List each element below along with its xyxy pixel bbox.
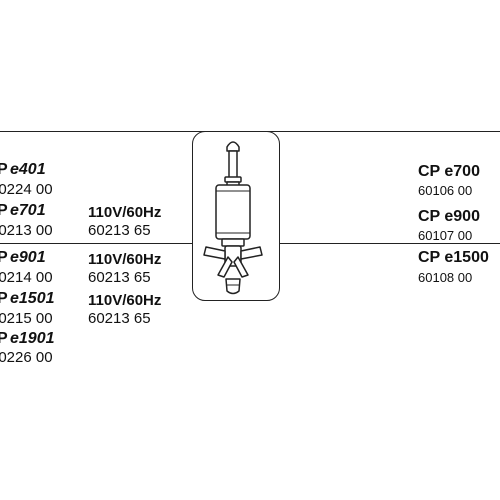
- voltage-code-e701: 60213 65: [88, 222, 151, 239]
- voltage-e701: 110V/60Hz: [88, 204, 162, 221]
- model-e1901: e1901: [10, 330, 55, 347]
- code-e901: 60214 00: [0, 269, 53, 286]
- model-e1501: e1501: [10, 290, 55, 307]
- model-cp-e1500: CP e1500: [418, 249, 489, 266]
- part-image-frame: [192, 131, 280, 301]
- model-e701-prefix: P: [0, 202, 8, 219]
- voltage-e1501: 110V/60Hz: [88, 292, 162, 309]
- model-cp-e700: CP e700: [418, 163, 480, 180]
- model-e401: e401: [10, 161, 46, 178]
- model-e901-prefix: P: [0, 249, 8, 266]
- pump-rotor-icon: [203, 141, 263, 295]
- voltage-code-e901: 60213 65: [88, 269, 151, 286]
- model-e901: e901: [10, 249, 46, 266]
- voltage-code-e1501: 60213 65: [88, 310, 151, 327]
- voltage-e901: 110V/60Hz: [88, 251, 162, 268]
- model-cp-e900: CP e900: [418, 208, 480, 225]
- code-e1901: 60226 00: [0, 349, 53, 366]
- code-cp-e700: 60106 00: [418, 183, 473, 198]
- code-e401: 60224 00: [0, 181, 53, 198]
- code-e1501: 60215 00: [0, 310, 53, 327]
- model-e701: e701: [10, 202, 46, 219]
- code-cp-e1500: 60108 00: [418, 270, 473, 285]
- model-e1501-prefix: P: [0, 290, 8, 307]
- code-cp-e900: 60107 00: [418, 228, 473, 243]
- model-e401-prefix: P: [0, 161, 8, 178]
- model-e1901-prefix: P: [0, 330, 8, 347]
- code-e701: 60213 00: [0, 222, 53, 239]
